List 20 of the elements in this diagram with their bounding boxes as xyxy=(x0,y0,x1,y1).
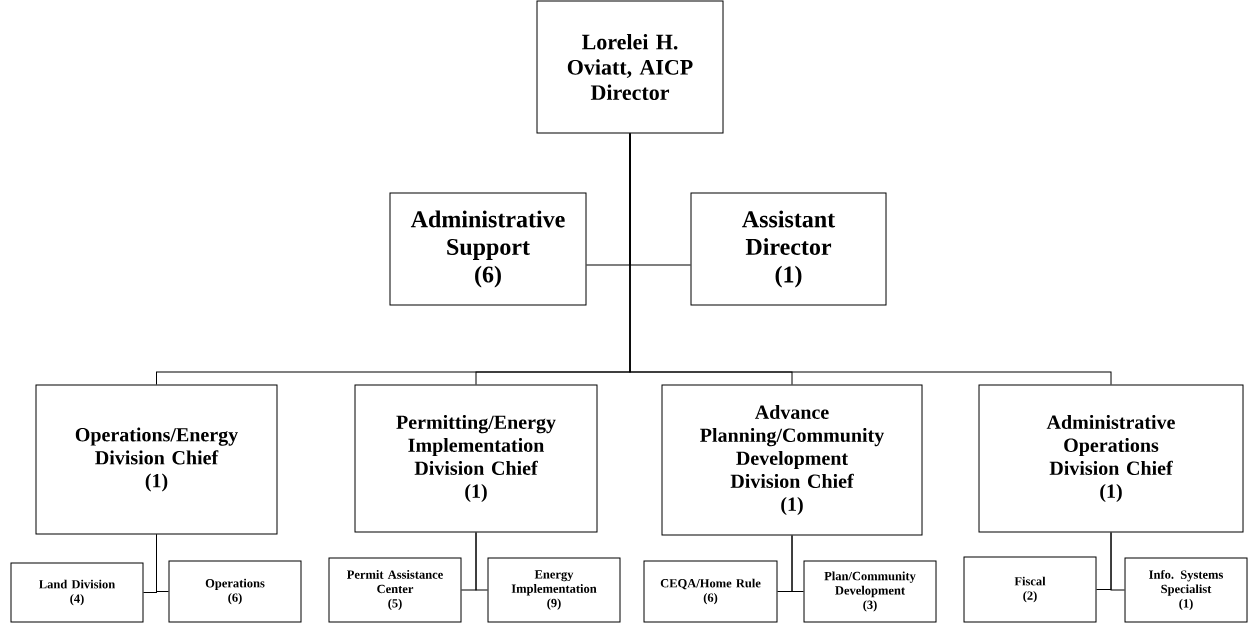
org-box: Fiscal (2) xyxy=(963,556,1097,623)
org-box: Assistant Director (1) xyxy=(690,192,887,306)
org-box: Advance Planning/Community Development Division Chief (1) xyxy=(661,384,923,536)
org-box: Operations (6) xyxy=(168,560,302,623)
connector-line xyxy=(475,532,488,591)
org-box: Permit Assistance Center (5) xyxy=(328,557,462,623)
org-box: Permitting/Energy Implementation Division Chief (1) xyxy=(354,384,598,533)
org-box: Administrative Operations Division Chief (1) xyxy=(978,384,1244,533)
org-box: Administrative Support (6) xyxy=(389,192,587,306)
org-box: Lorelei H. Oviatt, AICP Director xyxy=(536,0,724,134)
org-box: Operations/Energy Division Chief (1) xyxy=(35,384,278,535)
org-box: Plan/Community Development (3) xyxy=(803,560,937,623)
org-box: Info. Systems Specialist (1) xyxy=(1124,557,1248,623)
connector-line xyxy=(156,534,169,592)
org-box: CEQA/Home Rule (6) xyxy=(643,560,778,623)
org-box: Land Division (4) xyxy=(10,562,144,623)
org-box: Energy Implementation (9) xyxy=(487,557,621,623)
connector-line xyxy=(1110,532,1125,591)
connector-line xyxy=(629,133,1112,385)
connector-line xyxy=(791,535,804,592)
